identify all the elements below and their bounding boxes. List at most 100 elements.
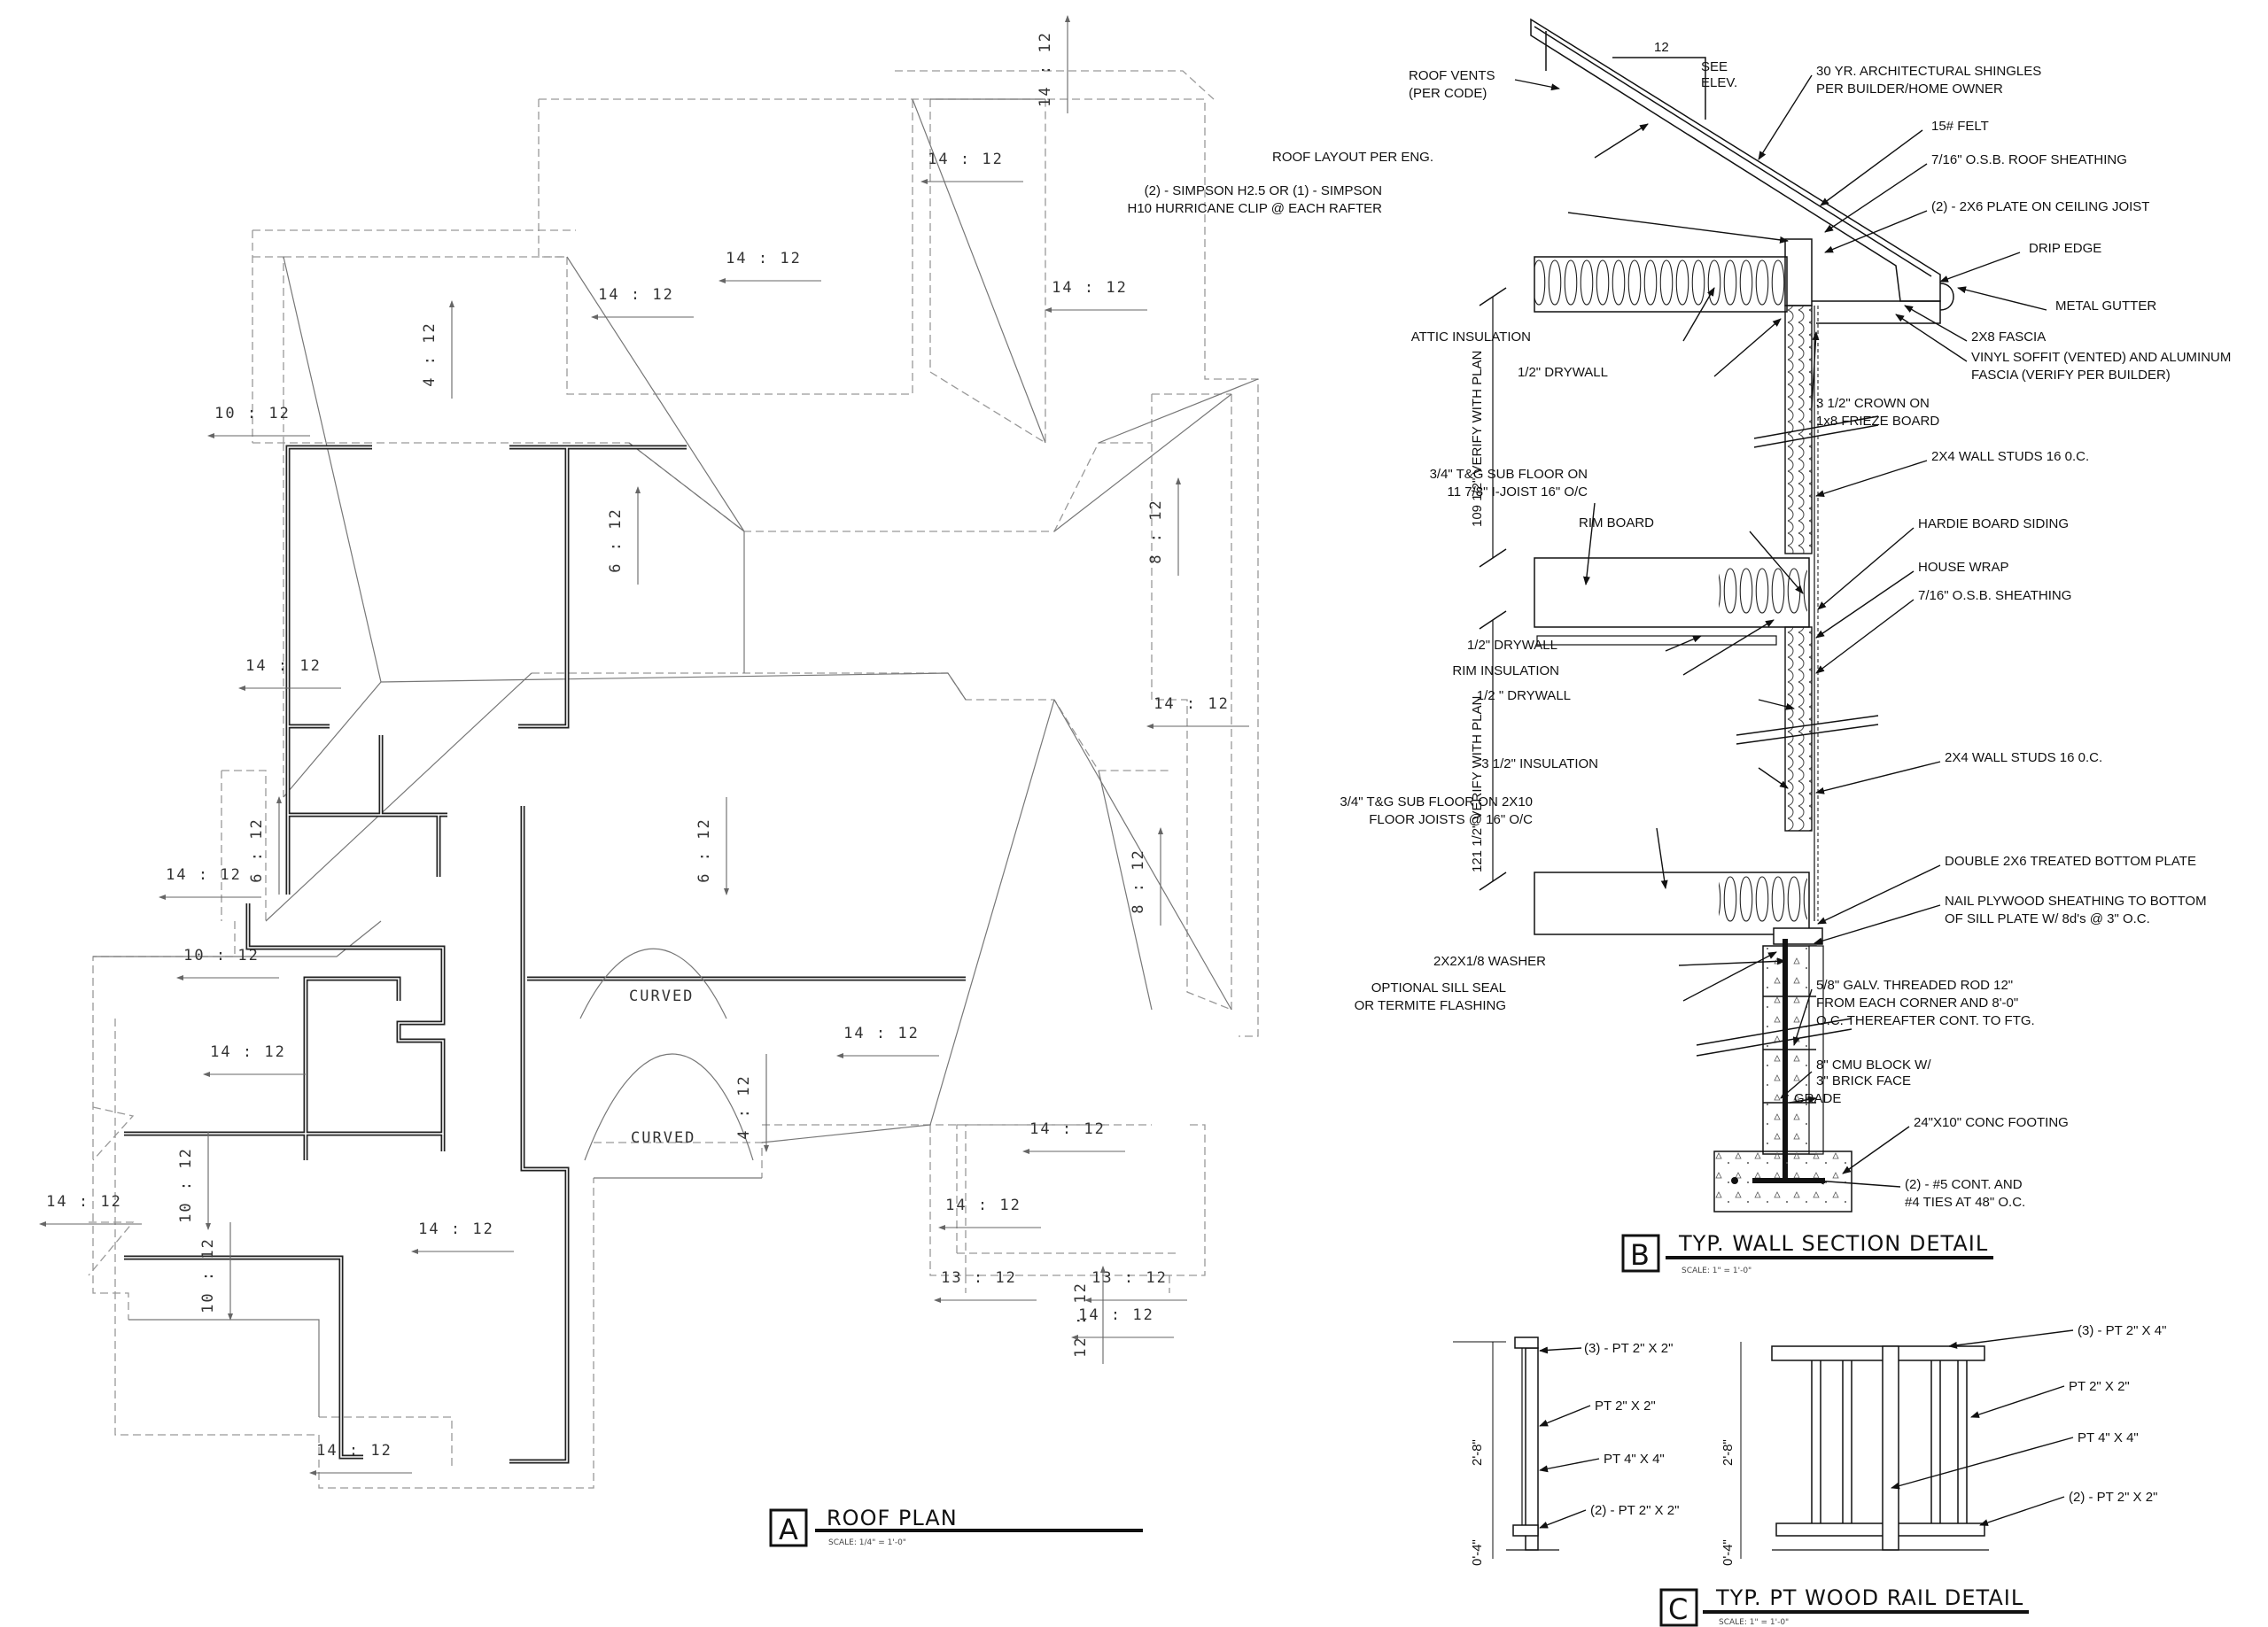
note-text: ELEV.: [1701, 75, 1737, 90]
roof-slope-label: 10 : 12: [177, 1147, 195, 1223]
gutter-graphic: [1939, 283, 1954, 311]
wall-section-note: VINYL SOFFIT (VENTED) AND ALUMINUM: [1895, 314, 2231, 365]
note-text: ROOF LAYOUT PER ENG.: [1272, 150, 1433, 165]
roof-slope-callout: 6 : 12: [248, 796, 282, 895]
note-text: 1x8 FRIEZE BOARD: [1816, 414, 1939, 429]
note-text: 3 1/2" CROWN ON: [1816, 396, 1930, 411]
note-text: ROOF VENTS: [1409, 68, 1495, 83]
roof-slope-callout: 10 : 12: [207, 405, 310, 438]
wall-section-note: RIM BOARD: [1579, 515, 1804, 594]
wall-section-letter: B: [1630, 1238, 1650, 1272]
rail-detail-notes: (3) - PT 2" X 2"PT 2" X 2"PT 4" X 4"(2) …: [1539, 1323, 2166, 1529]
wall-section-note: RIM INSULATION: [1452, 619, 1775, 678]
note-text: 3/4" T&G SUB FLOOR ON: [1430, 467, 1588, 482]
front-rail-height-dim: 2'-8": [1720, 1439, 1736, 1466]
note-leader-arrow: [1758, 699, 1795, 710]
note-text: RIM INSULATION: [1452, 663, 1559, 678]
pitch-value: 12: [1654, 40, 1669, 55]
roof-slope-label: 10 : 12: [214, 405, 291, 422]
roof-slope-label: 14 : 12: [1078, 1306, 1154, 1324]
wall-section-note: O.C. THEREAFTER CONT. TO FTG.: [1816, 1013, 2035, 1028]
note-leader-arrow: [1824, 163, 1928, 233]
wall-section-note: 3/4" T&G SUB FLOOR ON 2X10: [1340, 794, 1533, 810]
roof-slope-callout: 14 : 12: [920, 151, 1023, 184]
wall-section-notes: ROOF VENTS(PER CODE)ROOF LAYOUT PER ENG.…: [1127, 59, 2231, 1210]
note-text: NAIL PLYWOOD SHEATHING TO BOTTOM: [1945, 894, 2207, 909]
note-text: 2X4 WALL STUDS 16 0.C.: [1931, 449, 2089, 464]
rail-note-leader-arrow: [1539, 1458, 1600, 1473]
note-text: 3 1/2" INSULATION: [1481, 756, 1598, 771]
wall-section-dimensions: 109 1/2" VERIFY WITH PLAN 121 1/2" VERIF…: [1470, 287, 1507, 891]
rail-note-text: (3) - PT 2" X 4": [2078, 1323, 2166, 1338]
wall-section-note: HOUSE WRAP: [1815, 560, 2009, 639]
note-text: FLOOR JOISTS @ 16" O/C: [1369, 812, 1533, 827]
roof-slope-label: 14 : 12: [166, 866, 242, 884]
note-leader-arrow: [1817, 527, 1915, 610]
roof-slope-label: 14 : 12: [928, 151, 1004, 168]
note-text: #4 TIES AT 48" O.C.: [1905, 1195, 2025, 1210]
note-leader-arrow: [1815, 599, 1915, 674]
roof-slope-callout: 14 : 12: [238, 657, 341, 691]
note-leader-arrow: [1749, 531, 1804, 594]
wall-section-note: NAIL PLYWOOD SHEATHING TO BOTTOM: [1814, 894, 2207, 945]
note-text: OF SILL PLATE W/ 8d's @ 3" O.C.: [1945, 911, 2150, 926]
roof-slope-callout: 10 : 12: [176, 947, 279, 980]
roof-plan-walls: [124, 445, 966, 1464]
roof-plan-title: ROOF PLAN: [827, 1506, 958, 1530]
note-text: 30 YR. ARCHITECTURAL SHINGLES: [1816, 64, 2041, 79]
wall-section-note: HARDIE BOARD SIDING: [1817, 516, 2069, 610]
note-text: GRADE: [1794, 1091, 1841, 1106]
rail-note-leader-arrow: [1891, 1437, 2074, 1490]
note-text: 7/16" O.S.B. ROOF SHEATHING: [1931, 152, 2127, 167]
wall-section-note: 11 7/8" I-JOIST 16" O/C: [1448, 484, 1596, 585]
note-leader-arrow: [1939, 252, 2021, 283]
roof-slope-callout: 14 : 12: [1045, 279, 1147, 313]
note-leader-arrow: [1814, 904, 1941, 945]
rail-note-text: (3) - PT 2" X 2": [1584, 1341, 1673, 1356]
roof-slope-callout: 10 : 12: [199, 1222, 233, 1321]
roof-slope-label: 10 : 12: [183, 947, 260, 965]
wall-section-note: PER BUILDER/HOME OWNER: [1816, 81, 2003, 97]
note-text: (2) - SIMPSON H2.5 OR (1) - SIMPSON: [1145, 183, 1382, 198]
wall-section-note: DOUBLE 2X6 TREATED BOTTOM PLATE: [1817, 854, 2196, 925]
wall-section-note: 8" CMU BLOCK W/: [1780, 1058, 1931, 1099]
roof-slope-label: 14 : 12: [210, 1043, 286, 1061]
note-text: 1/2" DRYWALL: [1518, 365, 1608, 380]
upper-wall-height-dim: 109 1/2" VERIFY WITH PLAN: [1470, 351, 1485, 527]
note-text: 3" BRICK FACE: [1816, 1073, 1911, 1089]
rail-note-leader-arrow: [1539, 1405, 1591, 1427]
note-text: 2X2X1/8 WASHER: [1433, 954, 1546, 969]
roof-slope-callout: 8 : 12: [1130, 827, 1163, 926]
roof-slope-label: 10 : 12: [199, 1237, 217, 1313]
note-text: FASCIA (VERIFY PER BUILDER): [1971, 368, 2171, 383]
curved-label-lower: CURVED: [631, 1129, 695, 1147]
rail-detail: 2'-8" 0'-4" 2'-8" 0'-4" (3) - PT 2" X 2"…: [1453, 1323, 2166, 1627]
wall-section-note: 7/16" O.S.B. SHEATHING: [1815, 588, 2071, 674]
roof-slope-callout: 14 : 12: [39, 1193, 142, 1227]
wall-section-note: 1/2" DRYWALL: [1467, 635, 1702, 653]
note-text: METAL GUTTER: [2055, 298, 2156, 314]
note-text: 2X8 FASCIA: [1971, 329, 2046, 345]
rail-note-leader-arrow: [1948, 1329, 2074, 1349]
rail-note: (3) - PT 2" X 4": [1948, 1323, 2166, 1349]
roof-slope-callout: 14 : 12: [1022, 1120, 1125, 1154]
roof-slope-callout: 14 : 12: [1146, 695, 1249, 729]
wall-section-note: 15# FELT: [1820, 119, 1989, 206]
rail-detail-letter: C: [1668, 1592, 1688, 1626]
roof-slope-label: 14 : 12: [316, 1442, 392, 1460]
curved-label-upper: CURVED: [629, 988, 694, 1005]
note-text: 3/4" T&G SUB FLOOR ON 2X10: [1340, 794, 1533, 810]
rail-front-view: [1740, 1342, 1989, 1559]
note-text: RIM BOARD: [1579, 515, 1654, 531]
rail-note: PT 4" X 4": [1891, 1430, 2139, 1490]
roof-slope-callout: 4 : 12: [735, 1054, 769, 1152]
note-text: 2X4 WALL STUDS 16 0.C.: [1945, 750, 2102, 765]
roof-slope-callout: 4 : 12: [421, 300, 454, 399]
note-text: FROM EACH CORNER AND 8'-0": [1816, 996, 2018, 1011]
note-leader-arrow: [1713, 318, 1782, 377]
wall-section-note: METAL GUTTER: [1957, 286, 2156, 314]
wall-section-note: ELEV.: [1701, 75, 1737, 90]
note-leader-arrow: [1842, 1126, 1910, 1174]
note-text: HARDIE BOARD SIDING: [1918, 516, 2069, 531]
roof-slope-label: 14 : 12: [1153, 695, 1230, 713]
